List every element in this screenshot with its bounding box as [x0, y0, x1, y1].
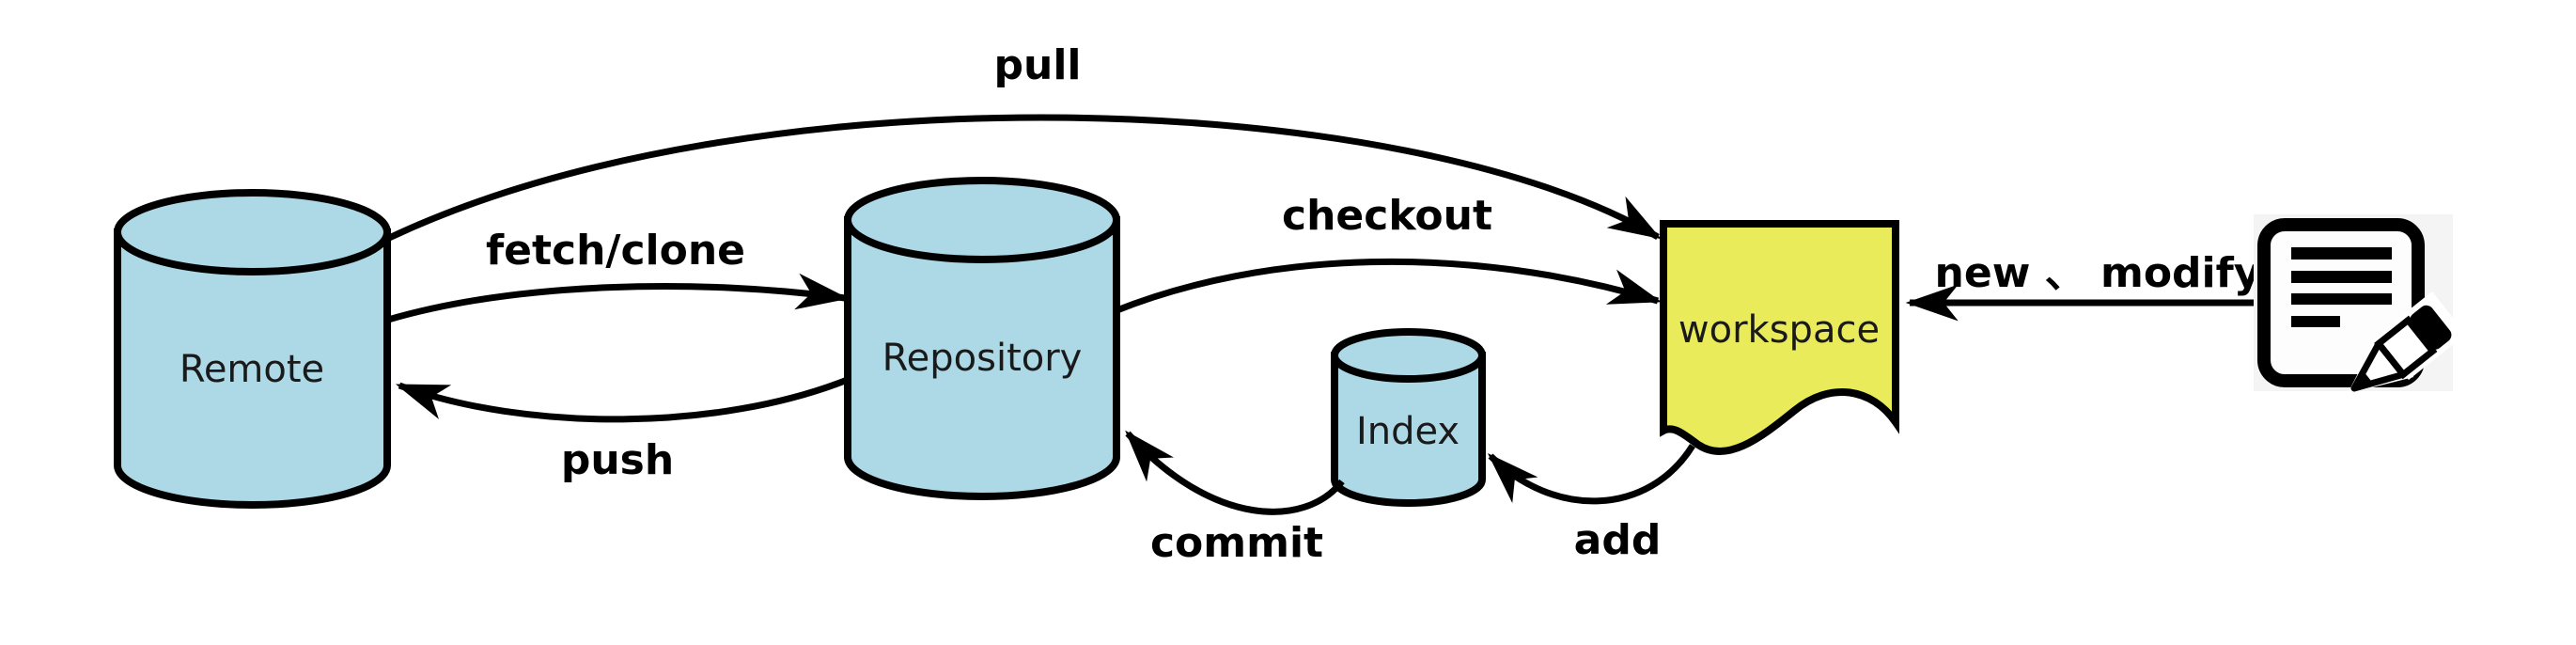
checkout-label: checkout	[1282, 192, 1492, 240]
document-text-lines	[2291, 247, 2392, 327]
edge-pull: pull	[385, 41, 1662, 243]
edge-add: add	[1487, 444, 1695, 564]
edit-document-icon	[2254, 214, 2467, 394]
repository-cylinder-body	[844, 216, 1120, 500]
push-label: push	[561, 436, 674, 484]
commit-arrow	[1125, 430, 1345, 515]
edge-new-modify: new 、 modify	[1905, 249, 2261, 322]
push-arrow	[395, 375, 851, 423]
repository-label: Repository	[882, 337, 1083, 380]
text-line	[2291, 247, 2392, 260]
text-line	[2291, 271, 2392, 283]
index-cylinder-body	[1331, 352, 1486, 507]
pencil-eraser	[2410, 305, 2452, 350]
node-remote: Remote	[114, 189, 391, 509]
remote-label: Remote	[180, 348, 324, 391]
workspace-torn-page	[1660, 220, 1899, 456]
edge-fetch-clone: fetch/clone	[387, 227, 850, 323]
edge-push: push	[395, 375, 851, 484]
node-repository: Repository	[844, 177, 1120, 500]
pull-label: pull	[994, 41, 1082, 89]
pencil-icon	[2347, 291, 2467, 394]
fetch-clone-arrow	[387, 273, 850, 323]
fetch-clone-label: fetch/clone	[486, 227, 745, 275]
edge-commit: commit	[1125, 430, 1345, 567]
add-label: add	[1574, 516, 1662, 564]
new-modify-label: new 、 modify	[1935, 249, 2261, 297]
text-line	[2291, 316, 2340, 327]
index-label: Index	[1356, 410, 1460, 453]
node-workspace: workspace	[1660, 220, 1899, 456]
checkout-arrow	[1113, 258, 1663, 315]
index-cylinder-top	[1331, 328, 1486, 383]
edge-checkout: checkout	[1113, 192, 1663, 315]
repository-cylinder-top	[844, 177, 1120, 263]
pencil-tip	[2354, 370, 2373, 388]
text-line	[2291, 293, 2392, 305]
commit-label: commit	[1150, 519, 1323, 567]
add-arrow	[1487, 444, 1695, 505]
node-index: Index	[1331, 328, 1486, 507]
pull-arrow	[385, 114, 1662, 243]
remote-cylinder-top	[114, 189, 391, 275]
remote-cylinder-body	[114, 228, 391, 509]
workspace-label: workspace	[1678, 308, 1880, 352]
